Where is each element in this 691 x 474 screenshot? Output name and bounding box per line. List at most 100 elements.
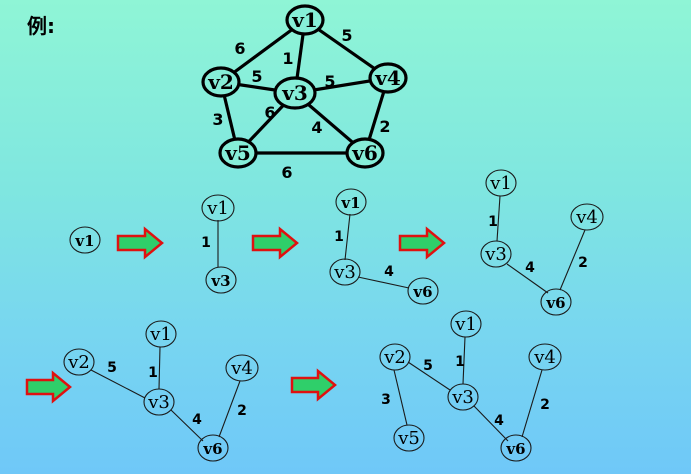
weight-v2-v3: 5 [107,360,117,376]
node-v3 [480,240,512,268]
edge-v2-v3 [407,361,451,391]
node-label-v1: v1 [149,324,172,345]
weight-v4-v6: 2 [379,117,390,136]
node-label-v3: v3 [484,244,507,265]
node-label-v6: v6 [202,440,222,458]
edge-v2-v5 [393,369,408,426]
node-label-v2: v2 [207,70,234,94]
weight-v2-v3: 5 [423,358,433,374]
step-arrow-1 [116,226,164,260]
node-v6 [500,434,532,462]
weight-v1-v3: 1 [282,49,293,68]
node-v1 [201,194,235,222]
node-label-v1: v1 [489,173,512,194]
node-v6 [197,434,229,462]
step-arrow-3 [398,226,446,260]
full-graph: v1 v2 v3 v4 v5 v6 6 1 5 5 5 3 6 4 2 6 [201,4,408,182]
weight-v4-v6: 2 [578,255,588,271]
edge-v2-v3 [90,369,146,399]
node-label-v2: v2 [383,347,406,368]
weight-v1-v4: 5 [341,26,352,45]
node-label-v5: v5 [224,141,251,165]
weight-v3-v5: 6 [264,103,275,122]
edge-v4-v6 [521,369,543,438]
weight-v1-v3: 1 [488,214,498,230]
node-label-v6: v6 [505,440,525,458]
step-3: v1 v3 v6 1 4 [329,188,439,305]
edge-v4-v6 [218,380,241,438]
node-v6 [345,137,385,169]
edge-v1-v3 [158,346,161,390]
edge-v4-v6 [559,229,586,291]
node-v5 [393,424,425,452]
weight-v2-v5: 3 [212,110,223,129]
weight-v1-v3: 1 [455,354,465,370]
node-v3 [273,76,317,110]
step-6: v1 v2 v3 v4 v5 v6 1 5 3 4 2 [379,310,562,462]
step-5: v1 v2 v3 v4 v6 1 5 4 2 [63,320,259,462]
step-2: v1 v3 1 [201,194,237,294]
node-label-v4: v4 [533,347,556,368]
node-label-v5: v5 [397,428,420,449]
node-v6 [540,288,572,316]
node-label-v4: v4 [230,358,253,379]
node-v3 [447,383,479,411]
node-v4 [225,354,259,382]
weight-v3-v6: 4 [525,260,535,276]
node-label-v1: v1 [206,198,229,219]
weight-v3-v6: 4 [311,118,322,137]
node-v1 [285,4,325,36]
weight-v1-v2: 6 [234,39,245,58]
node-label-v1: v1 [291,8,318,32]
node-label-v3: v3 [281,81,308,105]
node-v3 [329,258,361,286]
weight-v2-v5: 3 [381,392,391,408]
weight-v5-v6: 6 [281,163,292,182]
edge-v1-v3 [496,195,501,242]
weight-v1-v3: 1 [334,229,344,245]
weight-v4-v6: 2 [237,403,247,419]
node-v1 [69,226,101,254]
example-label: 例: [27,14,55,38]
weight-v3-v6: 4 [192,412,202,428]
node-v6 [407,277,439,305]
node-v1 [450,310,482,338]
node-v1 [145,320,177,348]
node-label-v6: v6 [412,283,432,301]
weight-v3-v4: 5 [324,72,335,91]
node-v4 [570,203,604,231]
node-label-v1: v1 [454,314,477,335]
weight-v3-v6: 4 [494,413,504,429]
weight-v3-v6: 4 [384,264,394,280]
node-v3 [205,266,237,294]
weight-v1-v3: 1 [201,235,211,251]
node-label-v6: v6 [545,294,565,312]
node-label-v4: v4 [575,207,598,228]
node-label-v3: v3 [451,387,474,408]
node-label-v6: v6 [351,141,378,165]
weight-v4-v6: 2 [540,397,550,413]
node-v2 [201,66,241,98]
edge-v1-v3 [344,213,351,261]
edge-v3-v6 [357,276,410,289]
edge-v3-v6 [506,263,549,294]
node-label-v4: v4 [374,66,401,90]
node-label-v2: v2 [67,352,90,373]
node-v3 [143,388,175,416]
step-1: v1 [69,226,101,254]
edge-v3-v6 [170,409,204,442]
node-label-v3: v3 [147,392,170,413]
node-v4 [528,343,562,371]
weight-v2-v3: 5 [251,67,262,86]
node-v1 [485,169,517,197]
step-4: v1 v3 v4 v6 1 4 2 [480,169,604,316]
node-label-v3: v3 [210,272,230,290]
node-v2 [63,348,95,376]
edge-v1-v3 [462,336,466,385]
node-v1 [335,188,367,216]
node-v5 [218,137,258,169]
step-arrow-5 [290,368,337,402]
edge-v3-v6 [473,405,509,442]
